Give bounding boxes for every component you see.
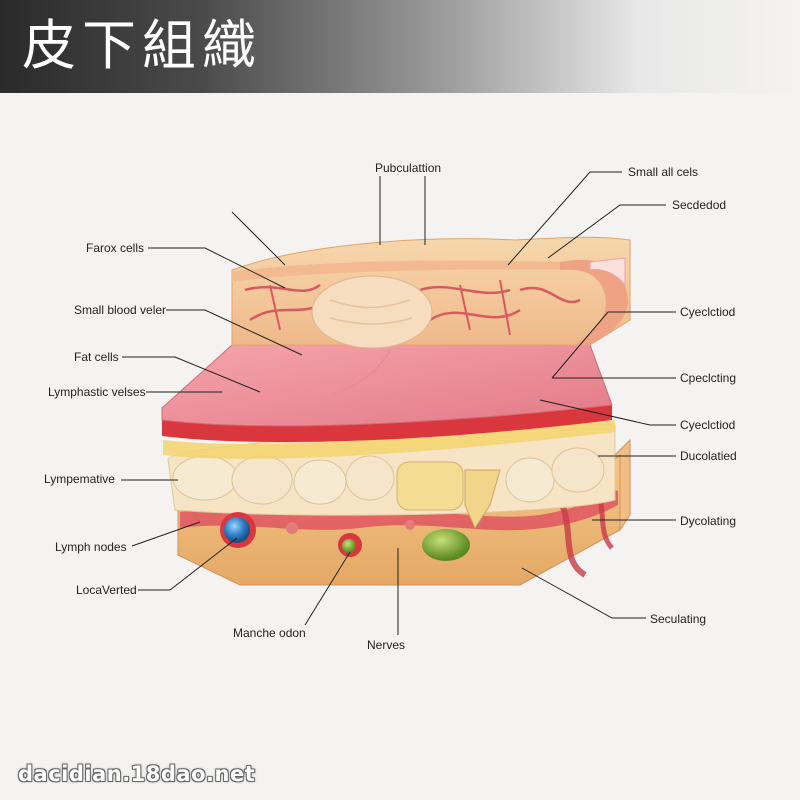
page-title: 皮下組織	[22, 14, 262, 77]
label-nerves: Nerves	[367, 638, 405, 652]
label-small-all-cels: Small all cels	[628, 165, 698, 179]
label-locaverted: LocaVerted	[76, 583, 137, 597]
top-layer	[231, 236, 631, 349]
fat-cells-row	[163, 420, 616, 530]
label-lymph-nodes: Lymph nodes	[55, 540, 127, 554]
labels: Pubculattion Small all cels Secdedod Far…	[44, 161, 737, 652]
label-lympemative: Lympemative	[44, 472, 115, 486]
pink-layer	[161, 344, 613, 427]
lymph-nodes	[220, 512, 470, 561]
label-farox-cells: Farox cells	[86, 241, 144, 255]
label-cyeclctiod-2: Cyeclctiod	[680, 418, 735, 432]
label-seculating: Seculating	[650, 612, 706, 626]
label-pubculattion: Pubculattion	[375, 161, 441, 175]
leader-lines	[121, 171, 676, 635]
title-banner	[0, 0, 800, 93]
label-fat-cells: Fat cells	[74, 350, 119, 364]
label-small-blood-veler: Small blood veler	[74, 303, 166, 317]
label-ducolatied: Ducolatied	[680, 449, 737, 463]
label-secdedod: Secdedod	[672, 198, 726, 212]
label-cyeclctiod-1: Cyeclctiod	[680, 305, 735, 319]
label-dycolating: Dycolating	[680, 514, 736, 528]
watermark: dacidian.18dao.net	[18, 762, 256, 786]
label-manche-odon: Manche odon	[233, 626, 306, 640]
label-cpeclcting: Cpeclcting	[680, 371, 736, 385]
label-lymphastic-velses: Lymphastic velses	[48, 385, 146, 399]
